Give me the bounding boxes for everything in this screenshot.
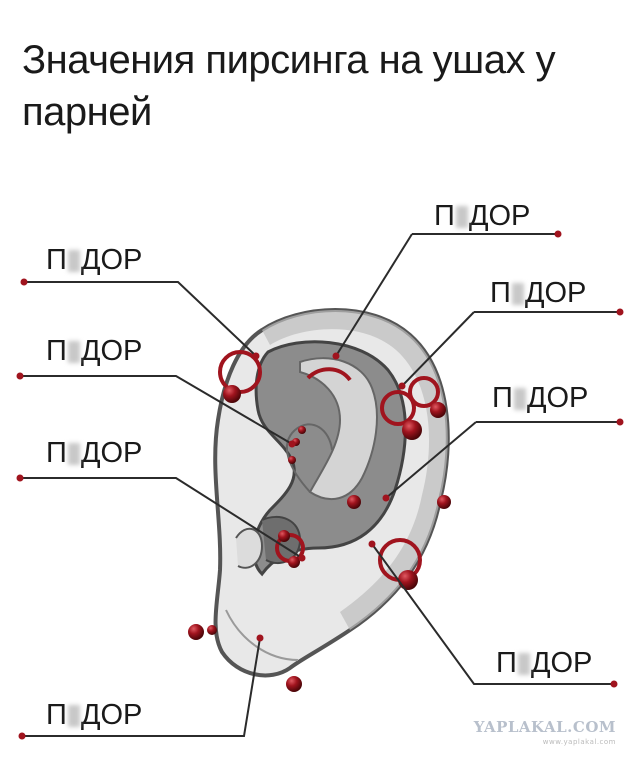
watermark-text: YAPLAKAL.COM (473, 718, 616, 736)
leader-lines (20, 233, 620, 737)
label-text-start: П (46, 244, 67, 276)
label-text-start: П (434, 200, 455, 232)
jewelry-beads (188, 385, 451, 692)
label-text-end: ДОР (526, 382, 589, 414)
label-text-end: ДОР (530, 647, 593, 679)
label-left-1: П ДОР (46, 245, 142, 275)
censor-blur (67, 443, 80, 466)
label-text-start: П (490, 277, 511, 309)
leader-endpoints (16, 230, 624, 740)
label-right-2: П ДОР (490, 278, 586, 308)
censor-blur (511, 283, 524, 306)
label-text-start: П (46, 335, 67, 367)
label-text-start: П (496, 647, 517, 679)
helix-rim (262, 310, 448, 630)
label-text-end: ДОР (468, 200, 531, 232)
label-left-3: П ДОР (46, 438, 142, 468)
antihelix (299, 357, 378, 501)
label-text-start: П (492, 382, 513, 414)
censor-blur (67, 341, 80, 364)
label-text-start: П (46, 699, 67, 731)
label-text-end: ДОР (524, 277, 587, 309)
label-bottom-left: П ДОР (46, 700, 142, 730)
watermark-url: www.yaplakal.com (542, 738, 616, 746)
label-text-end: ДОР (80, 335, 143, 367)
tragus (235, 527, 264, 569)
earlobe (225, 609, 299, 661)
label-text-end: ДОР (80, 699, 143, 731)
label-top-right: П ДОР (434, 201, 530, 231)
antihelix-fold (285, 423, 333, 493)
label-left-2: П ДОР (46, 336, 142, 366)
censor-blur (517, 653, 530, 676)
censor-blur (67, 250, 80, 273)
label-right-4: П ДОР (496, 648, 592, 678)
censor-blur (513, 388, 526, 411)
censor-blur (67, 705, 80, 728)
label-text-end: ДОР (80, 437, 143, 469)
label-right-3: П ДОР (492, 383, 588, 413)
watermark: YAPLAKAL.COM www.yaplakal.com (473, 718, 616, 746)
page-title: Значения пирсинга на ушах у парней (22, 38, 556, 134)
label-text-start: П (46, 437, 67, 469)
label-text-end: ДОР (80, 244, 143, 276)
censor-blur (455, 206, 468, 229)
